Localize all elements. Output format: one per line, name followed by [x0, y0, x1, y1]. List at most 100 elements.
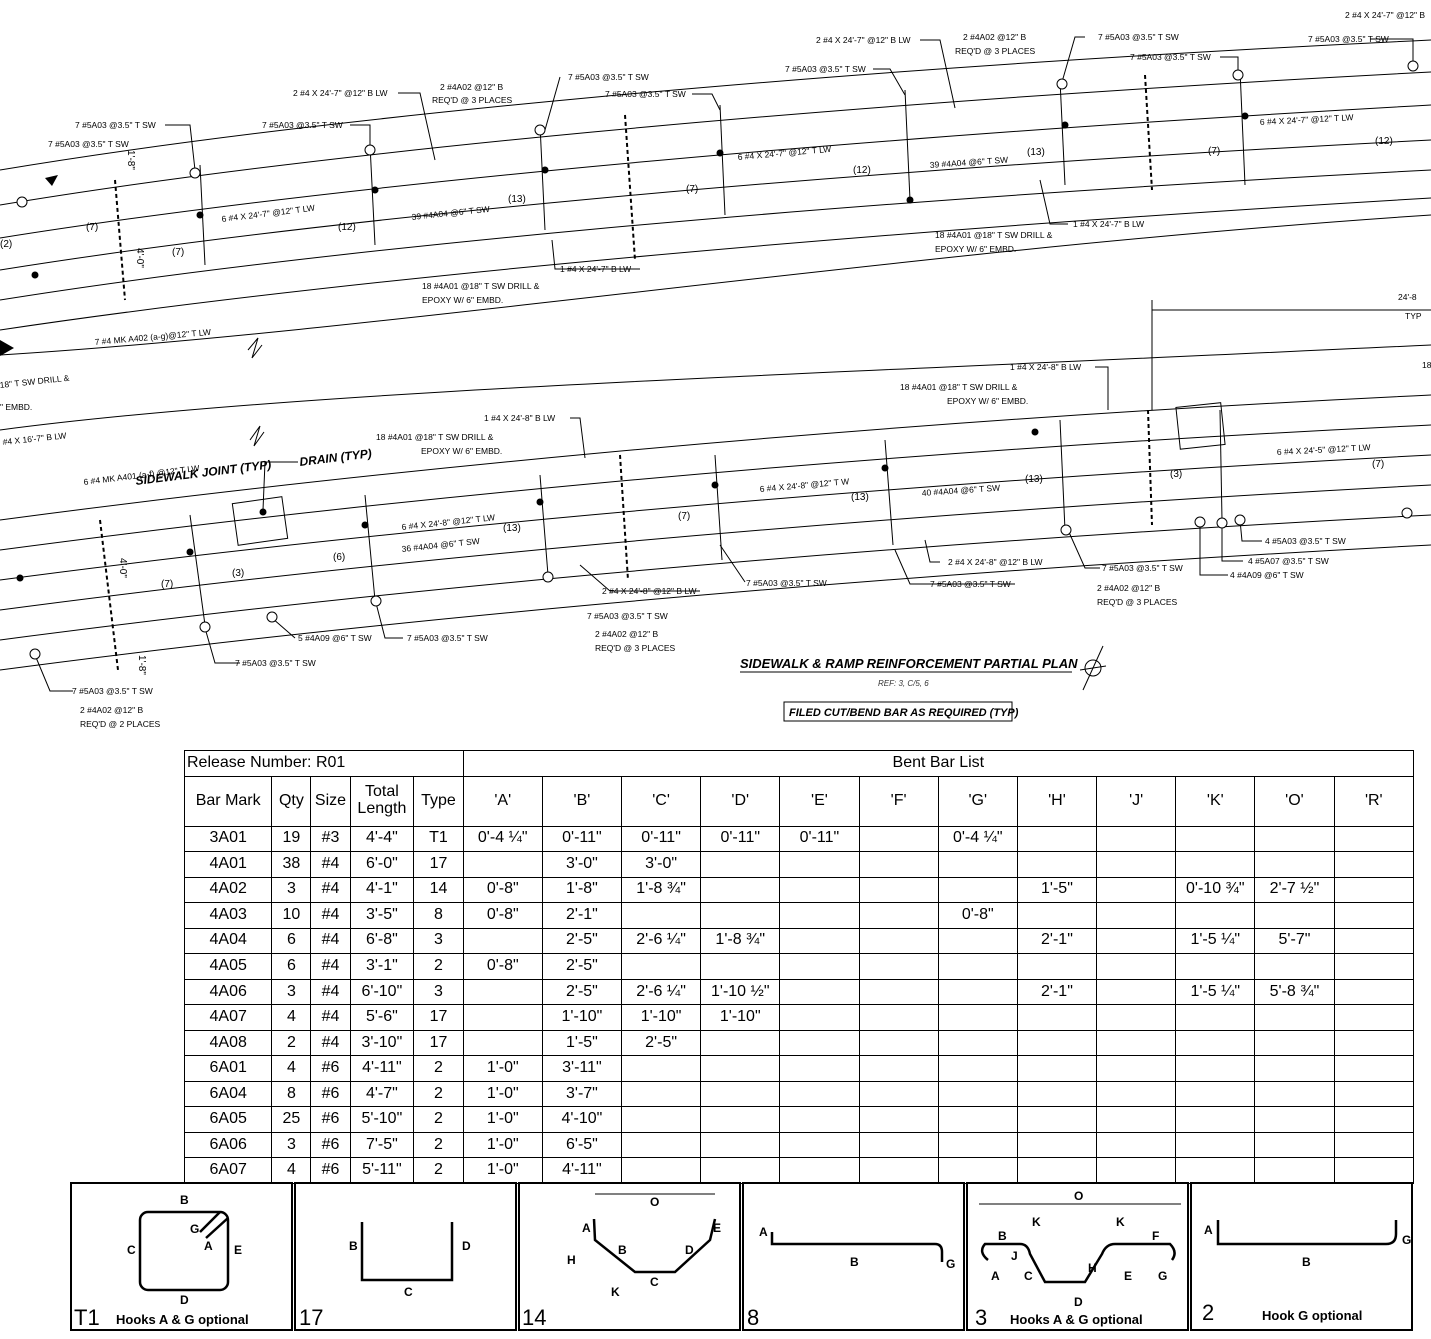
column-header: 'J' [1096, 775, 1177, 827]
bar-marker [369, 144, 376, 246]
table-cell [858, 1157, 939, 1184]
table-cell: 1'-8" [541, 876, 623, 904]
table-cell: #6 [310, 1157, 351, 1184]
table-cell: 8 [271, 1080, 312, 1108]
table-cell: 1'-10" [620, 1004, 702, 1031]
column-header: 'E' [779, 775, 860, 827]
callout: 2 #4 X 24'-8" @12" B LW [948, 557, 1043, 567]
table-cell [1096, 978, 1177, 1006]
bar-end-marker [1234, 514, 1246, 526]
leader-line [920, 39, 956, 109]
leader-line [398, 92, 436, 161]
callout: 1 #4 X 24'-7" B LW [1073, 219, 1144, 229]
dim-vertical: 1'-8" [136, 655, 147, 675]
table-cell: 3'-5" [349, 902, 415, 929]
bar-end-marker [1401, 507, 1413, 519]
t14-label-o: O [650, 1195, 659, 1209]
table-cell: 2'-5" [620, 1029, 702, 1057]
dim-count: (7) [86, 222, 98, 233]
t17-label-c: C [404, 1285, 413, 1299]
bar-dot [1241, 112, 1249, 120]
upper-edge-6 [0, 197, 1431, 331]
column-header: 'F' [858, 775, 939, 827]
table-cell: #3 [310, 825, 351, 853]
table-cell: 3'-0" [541, 851, 623, 878]
t1-note: Hooks A & G optional [116, 1312, 249, 1327]
bar-dot [541, 166, 549, 174]
t2-label-b: B [1302, 1255, 1311, 1269]
bar-end-marker [189, 167, 201, 179]
callout: 18" T SW DRILL & [0, 373, 70, 390]
table-cell [1096, 825, 1177, 853]
table-cell [462, 1029, 543, 1057]
table-cell [779, 953, 860, 980]
callout: 7 #5A03 @3.5" T SW [587, 611, 668, 621]
bar-end-marker [1060, 524, 1072, 536]
bend-type-diagrams: B G A C E D B D C O A E B D H C K A B G … [70, 1182, 1413, 1331]
t3-label-k2: K [1116, 1215, 1125, 1229]
column-header: Size [310, 775, 351, 827]
table-cell [1096, 902, 1177, 929]
table-cell: #6 [310, 1131, 351, 1159]
plan-title: SIDEWALK & RAMP REINFORCEMENT PARTIAL PL… [740, 656, 1078, 671]
table-cell: 1'-0" [462, 1055, 543, 1082]
table-cell [1016, 1029, 1098, 1057]
table-cell [1175, 1055, 1256, 1082]
t3-label-d: D [1074, 1295, 1083, 1309]
leader-line [551, 239, 640, 270]
table-cell [1333, 927, 1415, 955]
table-cell [1254, 1029, 1335, 1057]
table-cell [1096, 851, 1177, 878]
table-cell: 0'-11" [779, 825, 860, 853]
bar-end-marker [364, 144, 376, 156]
table-cell: 3 [413, 927, 464, 955]
callout: 7 #5A03 @3.5" T SW [930, 579, 1011, 589]
t8-shape [770, 1232, 944, 1262]
table-cell: 4A04 [183, 927, 273, 955]
callout: 4 #5A03 @3.5" T SW [1265, 536, 1346, 546]
dim-count: (13) [508, 194, 526, 205]
dim-count: (13) [503, 523, 521, 534]
t2-type-number: 2 [1202, 1300, 1214, 1325]
bar-dot [536, 498, 544, 506]
callout: 6 #4 X 24'-8" @12" T W [759, 476, 849, 494]
table-cell: 0'-11" [541, 825, 623, 853]
t3-note: Hooks A & G optional [1010, 1312, 1143, 1327]
table-cell [1175, 1131, 1256, 1159]
leader-line [375, 602, 403, 639]
t8-type-number: 8 [747, 1305, 759, 1330]
table-cell [1333, 902, 1415, 929]
callout: 1 #4 X 24'-8" B LW [484, 413, 555, 423]
table-cell: 6A01 [183, 1055, 273, 1082]
table-cell [1175, 825, 1256, 853]
leader-line [1239, 519, 1262, 542]
table-cell: 1'-0" [462, 1131, 543, 1159]
t1-label-c: C [127, 1243, 136, 1257]
table-cell [700, 1080, 781, 1108]
table-cell [937, 953, 1018, 980]
table-cell [1016, 1080, 1098, 1108]
table-cell [779, 1080, 860, 1108]
dim-count: (6) [333, 552, 345, 563]
t1-label-e: E [234, 1243, 242, 1257]
column-header: 'O' [1254, 775, 1335, 827]
dim-vertical: 4'-0" [134, 248, 145, 268]
leader-line [719, 544, 746, 583]
table-cell: 3'-11" [541, 1055, 623, 1082]
dim-count: (7) [1372, 459, 1384, 470]
dim-count: (2) [0, 239, 12, 250]
column-header: 'A' [462, 775, 543, 827]
table-cell: 3 [271, 1131, 312, 1159]
leader-line [924, 539, 940, 563]
table-cell: 17 [413, 1029, 464, 1057]
leader-line [873, 68, 906, 96]
table-cell: #4 [310, 902, 351, 929]
table-cell [937, 1029, 1018, 1057]
table-cell [937, 1131, 1018, 1159]
t3-label-e: E [1124, 1269, 1132, 1283]
bar-end-marker [1232, 69, 1244, 81]
table-cell [1016, 1106, 1098, 1133]
